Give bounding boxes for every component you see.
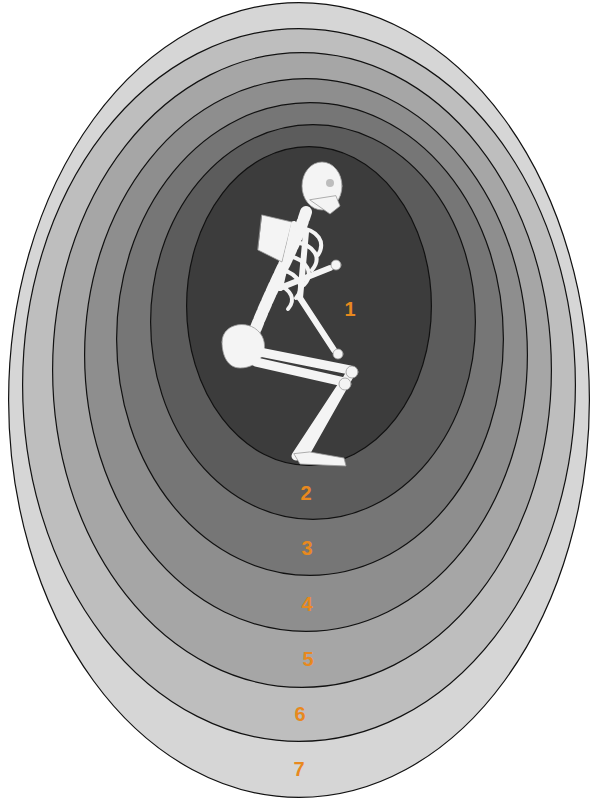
knee: [339, 378, 351, 390]
zone-number: 2: [300, 483, 311, 503]
skeleton-bones: [222, 162, 358, 466]
zone-band: 7 6 5 4 3 2 1: [8, 2, 590, 798]
zone-number: 7: [293, 759, 304, 779]
zone-ellipse: [187, 147, 432, 466]
jaw: [310, 196, 340, 214]
zone-ellipse: [53, 53, 552, 688]
zone-ellipse: [85, 79, 528, 632]
zone-number: 4: [301, 594, 312, 614]
spine: [252, 212, 306, 338]
zone-ellipse: [151, 125, 476, 520]
zone-ellipse: [23, 29, 576, 742]
zone-number: 1: [344, 299, 355, 319]
foot: [294, 452, 346, 466]
hand: [333, 349, 343, 359]
knee: [346, 366, 358, 378]
arms: [280, 224, 334, 350]
hand: [331, 260, 341, 270]
zone-ellipse: [117, 103, 504, 576]
zone-band: 6 5 4 3 2 1: [22, 28, 576, 742]
legs: [250, 350, 350, 456]
zone-number: 5: [302, 649, 313, 669]
zone-number: 3: [301, 538, 312, 558]
zone-ellipse: [9, 3, 590, 798]
zone-band: 4 3 2 1: [84, 78, 528, 632]
zone-number: 6: [294, 704, 305, 724]
